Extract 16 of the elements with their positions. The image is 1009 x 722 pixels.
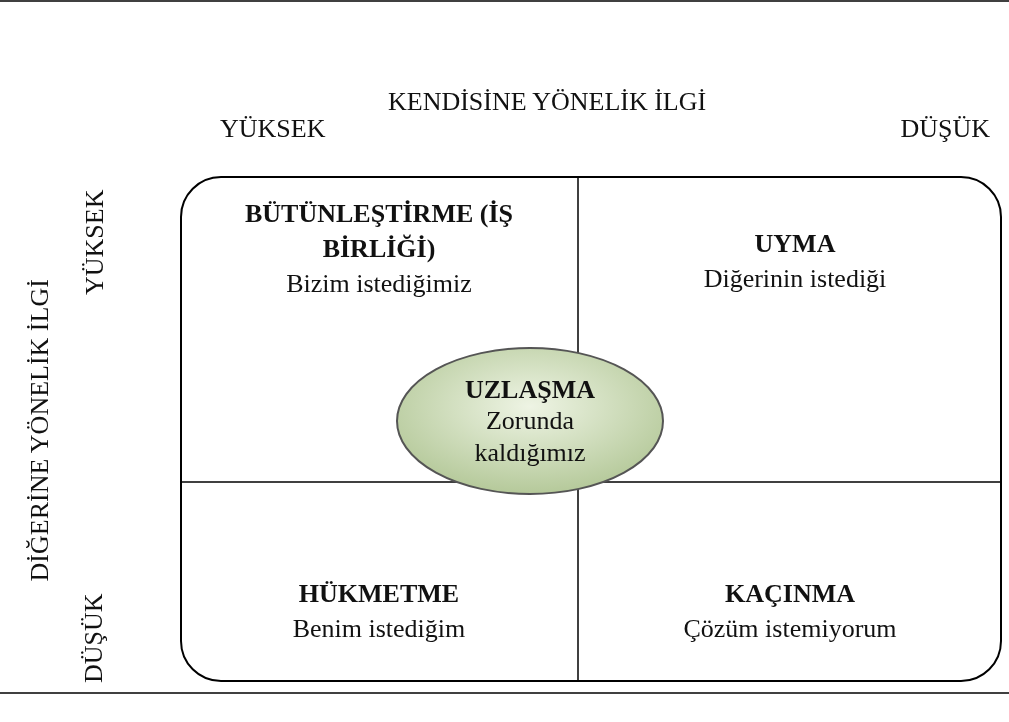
quadrant-heading: HÜKMETME: [297, 578, 461, 610]
quadrant-heading: UZLAŞMA: [465, 374, 595, 406]
quadrant-description: Benim istediğim: [291, 613, 467, 646]
axis-level-label: DÜŞÜK: [900, 115, 990, 144]
quadrant-heading: UYMA: [753, 228, 837, 260]
quadrant-heading: KAÇINMA: [724, 578, 856, 610]
axis-level-label: DÜŞÜK: [80, 593, 110, 683]
quadrant-description: Zorunda kaldığımız: [473, 405, 587, 468]
quadrant-heading: BÜTÜNLEŞTİRME (İŞ BİRLİĞİ): [244, 198, 514, 266]
axis-title: KENDİSİNE YÖNELİK İLGİ: [388, 88, 707, 117]
quadrant-description: Diğerinin istediği: [702, 263, 888, 296]
axis-level-label: YÜKSEK: [80, 189, 110, 295]
axis-title: DİĞERİNE YÖNELİK İLGİ: [25, 278, 55, 581]
quadrant-description: Çözüm istemiyorum: [682, 613, 898, 646]
axis-level-label: YÜKSEK: [220, 115, 326, 144]
quadrant-description: Bizim istediğimiz: [285, 268, 473, 301]
